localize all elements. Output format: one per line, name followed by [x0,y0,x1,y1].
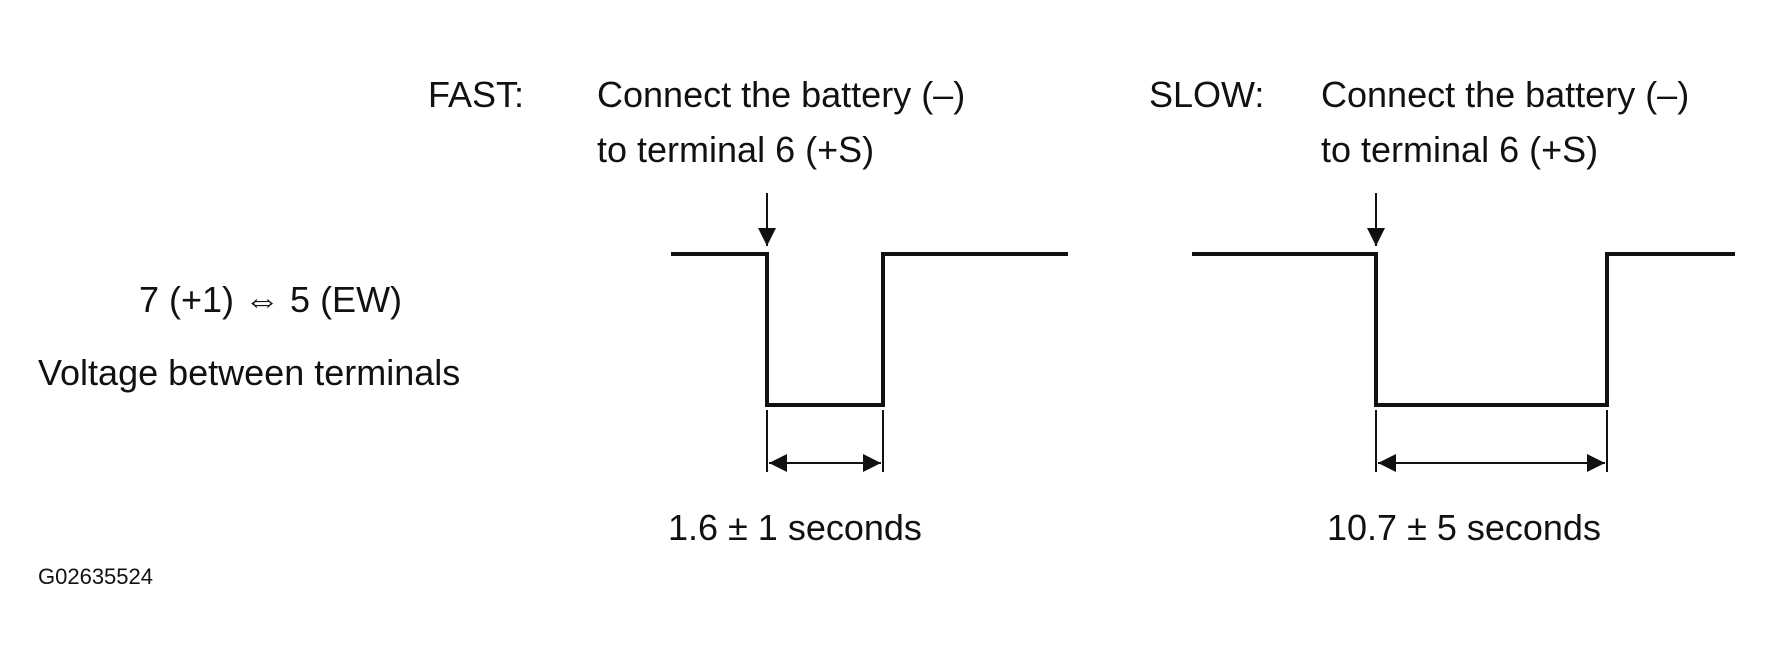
fast-instruction-line1: Connect the battery (–) [597,74,965,115]
fast-duration-label: 1.6 ± 1 seconds [668,507,922,548]
slow-waveform [1192,252,1735,407]
slow-duration-label: 10.7 ± 5 seconds [1327,507,1601,548]
slow-instruction-line1: Connect the battery (–) [1321,74,1689,115]
terminal-pair-label: 7 (+1) ⇔ 5 (EW) [139,279,402,320]
slow-label: SLOW: [1149,74,1264,115]
fast-waveform [671,252,1068,407]
fast-instruction-line2: to terminal 6 (+S) [597,129,874,170]
voltage-description: Voltage between terminals [38,352,460,393]
slow-instruction-line2: to terminal 6 (+S) [1321,129,1598,170]
fast-label: FAST: [428,74,524,115]
figure-id: G02635524 [38,564,153,589]
